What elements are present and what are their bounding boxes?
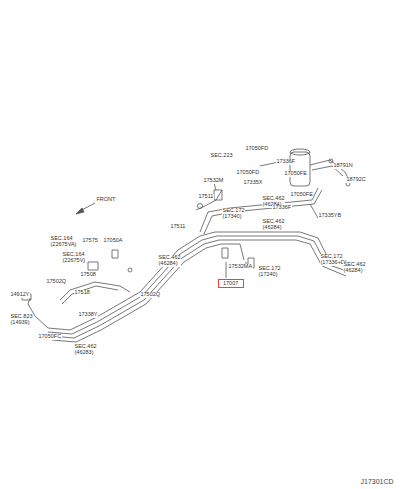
callout-number: 17532M bbox=[203, 178, 224, 184]
callout-number: SEC.462 (46284) bbox=[262, 219, 285, 231]
callout-number: 17502Q bbox=[46, 279, 67, 285]
callout-number: 17508 bbox=[80, 272, 96, 278]
callout-number: SEC.462 (46284) bbox=[343, 262, 366, 274]
callout-number: 18791N bbox=[333, 163, 353, 169]
callout-number: 17518 bbox=[74, 290, 90, 296]
callout-number: SEC.462 (46284) bbox=[158, 255, 181, 267]
callout-number: SEC.164 (22675V) bbox=[62, 252, 86, 264]
callout-number: 17335X bbox=[243, 180, 263, 186]
callout-number: 17335YB bbox=[318, 213, 342, 219]
callout-number: 17336F bbox=[276, 159, 296, 165]
callout-number: 17050FC bbox=[38, 334, 62, 340]
callout-number: 17050A bbox=[103, 238, 123, 244]
highlight-box: 17007 bbox=[218, 279, 244, 288]
callout-number: 17575 bbox=[82, 238, 98, 244]
callout-number: SEC.164 (22675VA) bbox=[50, 236, 77, 248]
callout-number: 14912Y bbox=[10, 292, 30, 298]
callout-number: 17050FE bbox=[284, 171, 307, 177]
callout-number: FRONT bbox=[96, 197, 116, 203]
callout-number: 17050FD bbox=[236, 170, 260, 176]
callout-number: SEC.462 (46283) bbox=[74, 344, 97, 356]
callout-number: 17336F bbox=[272, 205, 292, 211]
callout-number: J17301CD bbox=[360, 478, 394, 485]
callout-number: 17050FD bbox=[245, 146, 269, 152]
callout-number: 17532MA bbox=[228, 264, 253, 270]
callout-number: 17502Q bbox=[140, 292, 161, 298]
callout-number: 17338Y bbox=[78, 312, 98, 318]
callout-number: 17050FE bbox=[290, 192, 313, 198]
callout-number: SEC.823 (14939) bbox=[10, 314, 33, 326]
callout-number: 17511 bbox=[170, 224, 186, 230]
callout-number: 17511 bbox=[198, 194, 214, 200]
callout-number: SEC.172 (17340) bbox=[222, 208, 245, 220]
callout-number: 18792C bbox=[346, 177, 366, 183]
callout-number: SEC.223 bbox=[210, 153, 233, 159]
callout-number: SEC.172 (17240) bbox=[258, 266, 281, 278]
part-number: 17007 bbox=[223, 280, 239, 287]
